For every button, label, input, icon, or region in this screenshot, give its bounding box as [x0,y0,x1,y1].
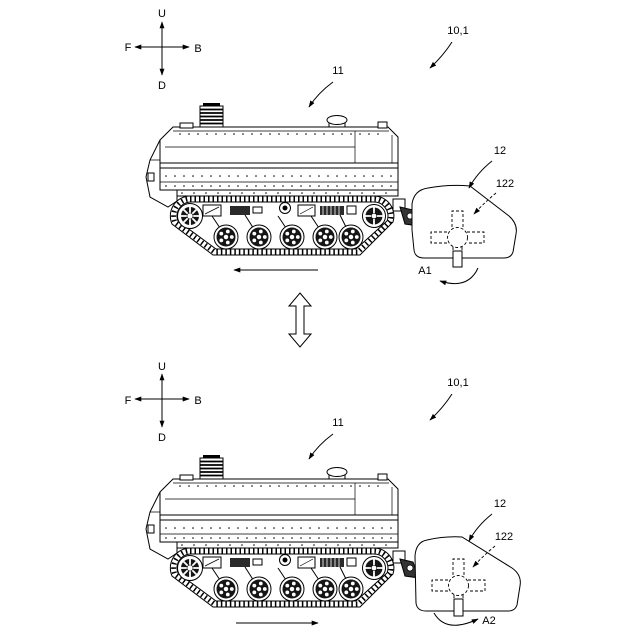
compass-up-label: U [158,8,166,20]
system-leader-arrow [430,42,452,68]
attachment [415,537,520,616]
attachment-leader-arrow [469,514,492,541]
vehicle-leader-arrow [309,434,333,459]
compass-back-label: B [194,395,201,407]
rotation-label: A1 [418,265,431,277]
compass-down-label: D [158,432,166,444]
system-leader-arrow [430,394,452,420]
attachment-label: 12 [494,145,506,157]
attachment-post [453,251,462,267]
tracked-vehicle [146,455,419,607]
vehicle-label: 11 [332,65,343,77]
compass-front-label: F [125,395,132,407]
lower-figure-panel: U D F B 10,1 11 12 122 A2 [125,361,521,627]
double-headed-switch-arrow [289,293,311,347]
system-label: 10,1 [447,25,468,37]
attachment-part-label: 122 [496,178,514,190]
direction-compass: U D F B [125,8,202,92]
compass-up-label: U [158,361,166,373]
attachment-label: 12 [494,498,506,510]
attachment [412,185,516,267]
system-label: 10,1 [447,377,468,389]
upper-figure-panel: U D F B 10,1 11 12 122 A1 [125,8,517,284]
tracked-vehicle [146,103,419,255]
compass-down-label: D [158,80,166,92]
attachment-housing [415,537,520,611]
compass-front-label: F [125,42,132,54]
attachment-post [454,599,463,616]
vehicle-label: 11 [332,417,343,429]
vehicle-leader-arrow [309,82,333,107]
attachment-housing [412,185,516,258]
rotation-arrow [440,268,478,284]
direction-compass: U D F B [125,361,202,444]
attachment-part-label: 122 [495,531,513,543]
compass-back-label: B [194,43,201,55]
attachment-leader-arrow [469,161,492,188]
rotation-label: A2 [482,615,495,627]
